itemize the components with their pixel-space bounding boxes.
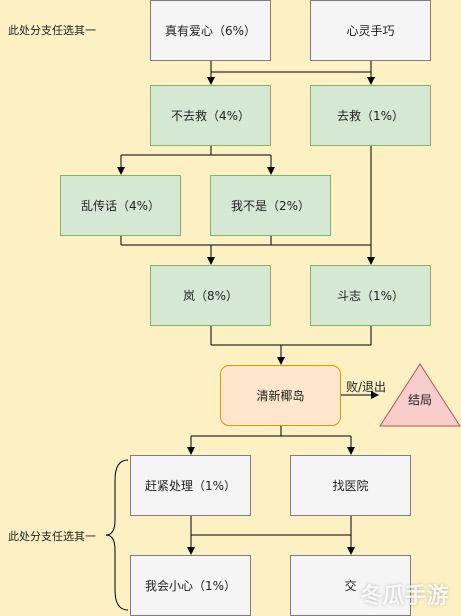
- node-zhenyouaixin[interactable]: 真有爱心（6%）: [150, 0, 271, 61]
- note-choose-one-bottom: 此处分支任选其一: [8, 530, 96, 543]
- node-wobushi[interactable]: 我不是（2%）: [210, 175, 331, 236]
- node-xinlingshouqiao[interactable]: 心灵手巧: [310, 0, 431, 61]
- node-luanchuanhua[interactable]: 乱传话（4%）: [60, 175, 181, 236]
- edge-label-bai-tuichu: 败/退出: [346, 380, 387, 394]
- node-qujiu[interactable]: 去救（1%）: [310, 85, 431, 146]
- node-qingxinyedao[interactable]: 清新椰岛: [220, 365, 341, 426]
- node-wohuixiaoxin[interactable]: 我会小心（1%）: [130, 555, 251, 616]
- node-ganjinchuli[interactable]: 赶紧处理（1%）: [130, 455, 251, 516]
- node-jieju[interactable]: 结局: [408, 393, 433, 407]
- watermark-logo: 冬瓜手游: [360, 584, 449, 609]
- node-zhaoyiyuan[interactable]: 找医院: [290, 455, 411, 516]
- note-choose-one-top: 此处分支任选其一: [8, 24, 96, 37]
- ending-triangle: [379, 363, 461, 427]
- node-lan[interactable]: 岚（8%）: [150, 265, 271, 326]
- node-buqujiu[interactable]: 不去救（4%）: [150, 85, 271, 146]
- node-douzhi[interactable]: 斗志（1%）: [310, 265, 431, 326]
